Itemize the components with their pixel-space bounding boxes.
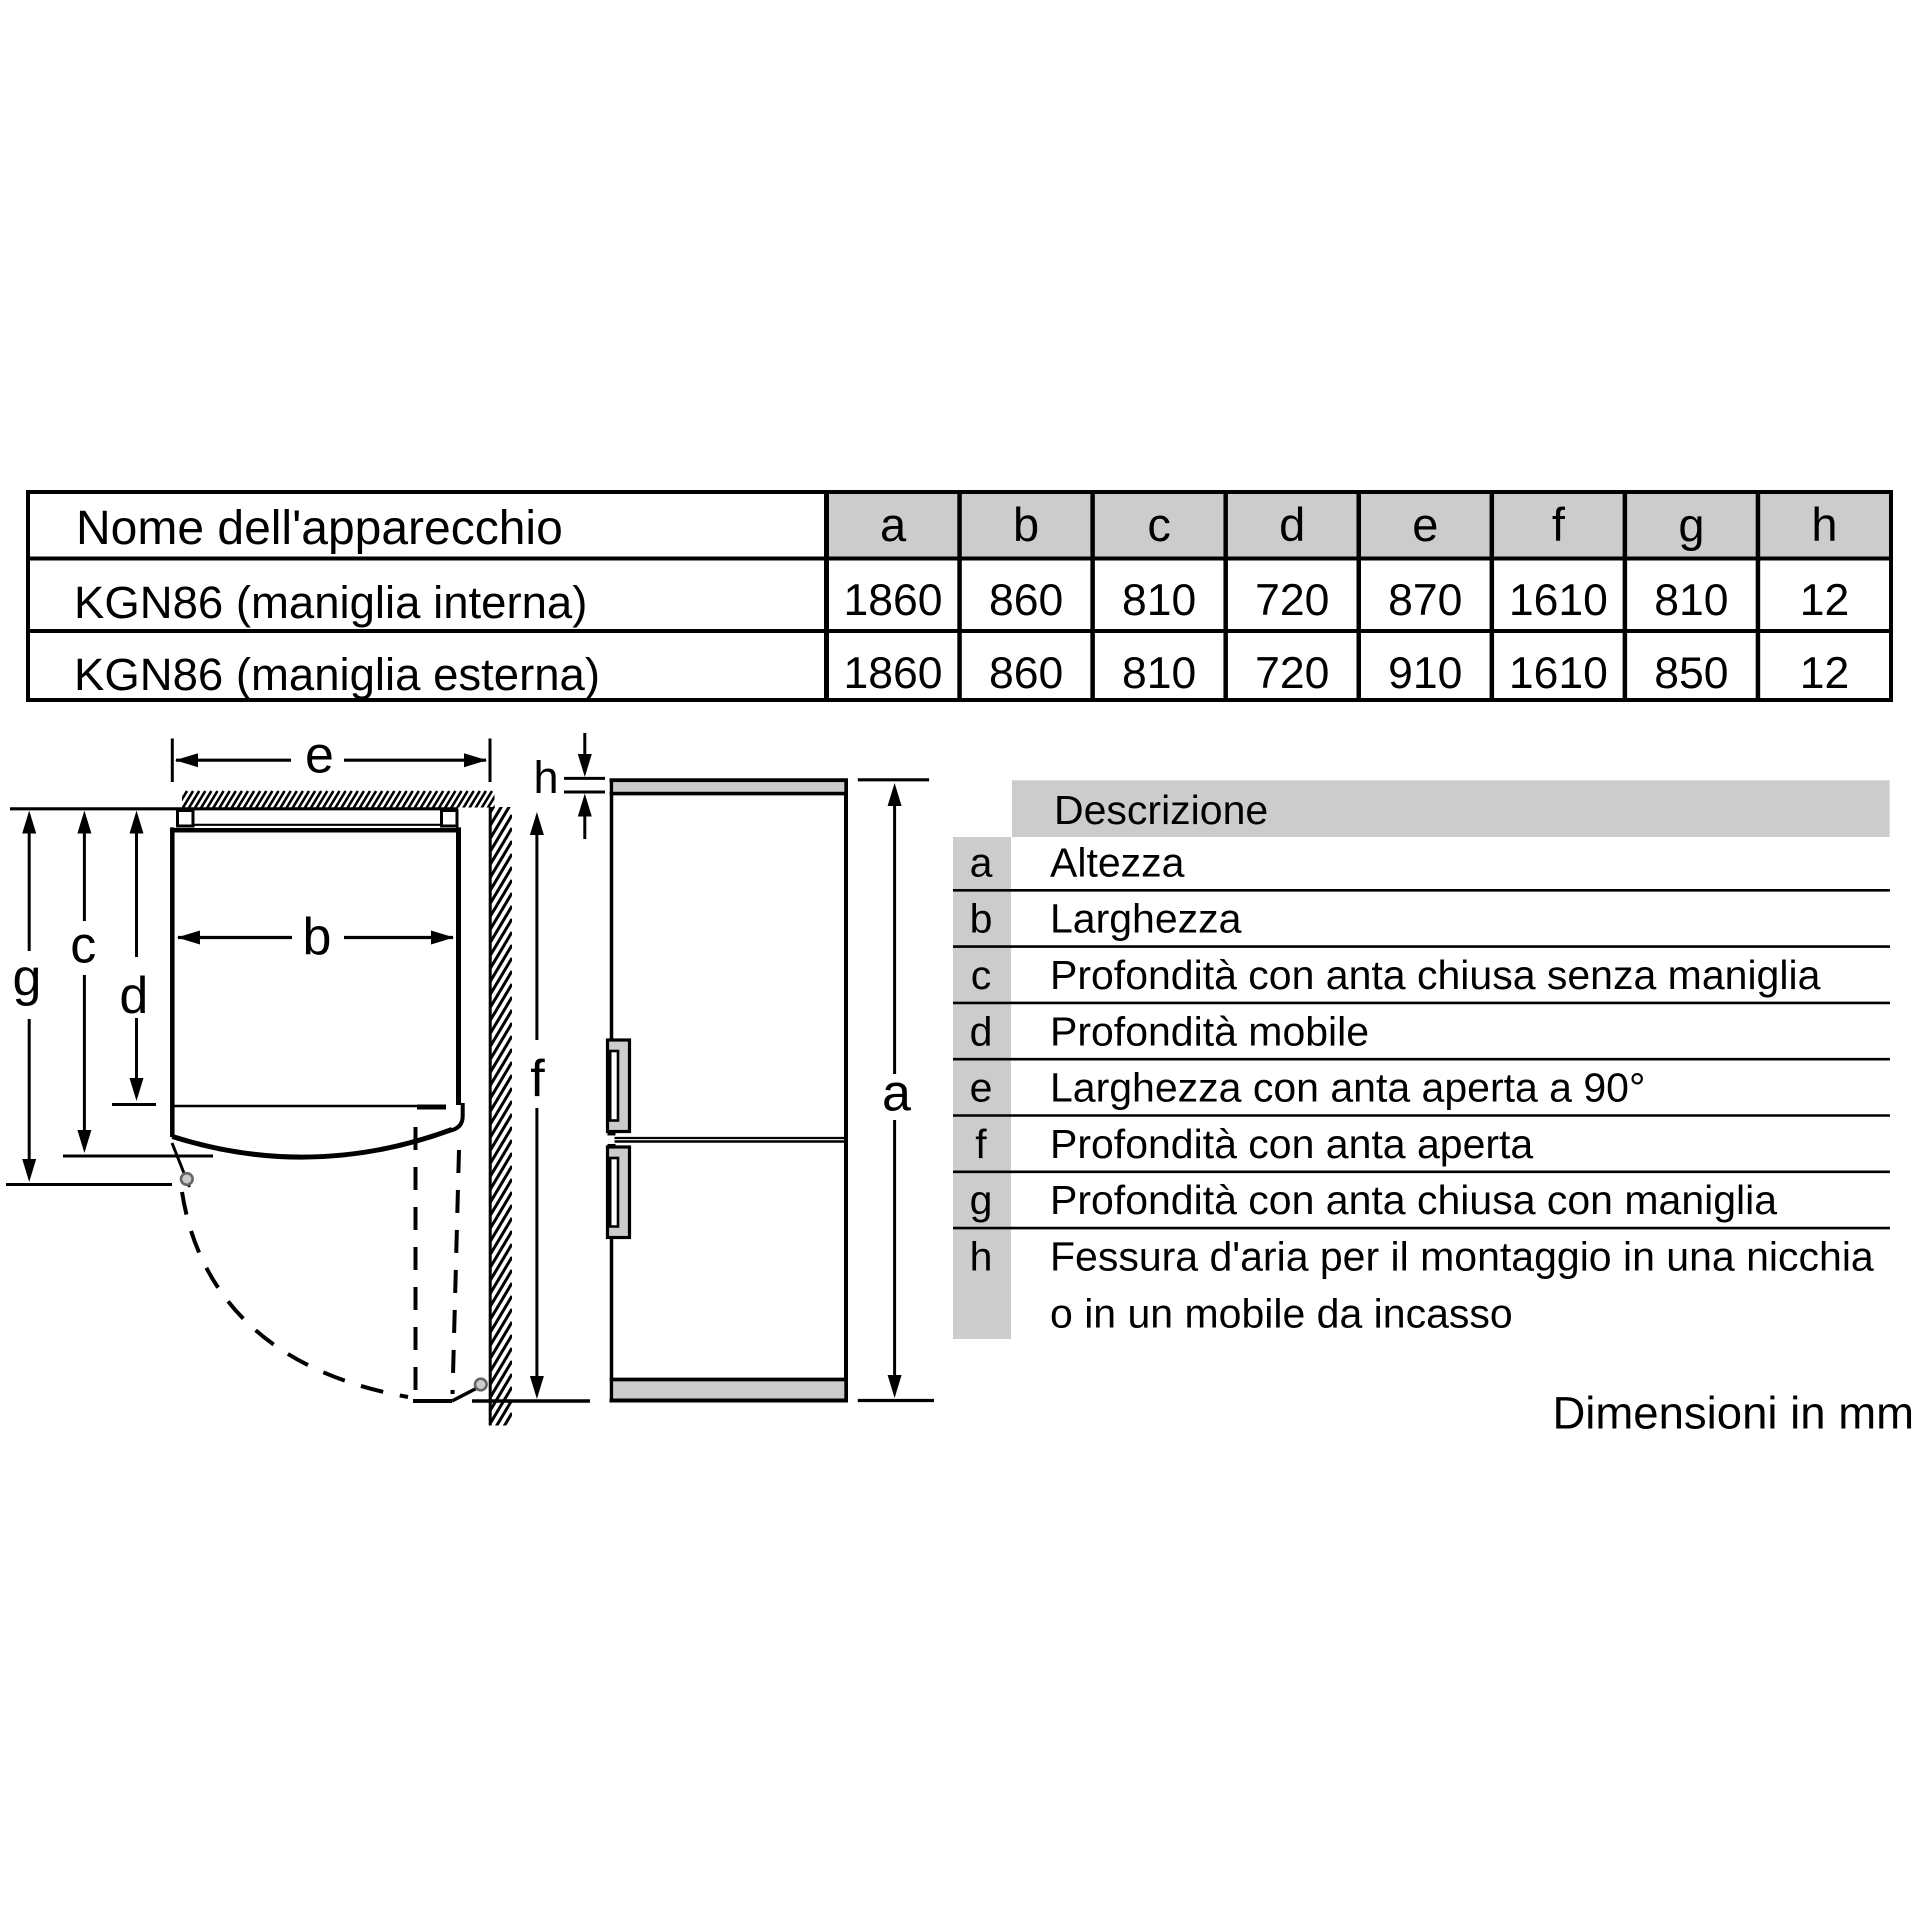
- svg-text:d: d: [1279, 498, 1305, 551]
- svg-text:860: 860: [989, 576, 1063, 625]
- svg-text:h: h: [1811, 498, 1837, 551]
- svg-text:810: 810: [1654, 576, 1728, 625]
- svg-text:f: f: [1552, 498, 1566, 551]
- svg-text:1610: 1610: [1509, 649, 1608, 698]
- svg-text:e: e: [305, 727, 334, 785]
- svg-text:910: 910: [1388, 649, 1462, 698]
- svg-text:c: c: [70, 917, 96, 975]
- svg-text:Nome dell'apparecchio: Nome dell'apparecchio: [76, 502, 563, 555]
- svg-text:720: 720: [1255, 649, 1329, 698]
- svg-text:720: 720: [1255, 576, 1329, 625]
- svg-text:e: e: [970, 1065, 993, 1111]
- svg-text:12: 12: [1800, 576, 1850, 625]
- svg-text:f: f: [975, 1121, 987, 1167]
- svg-text:12: 12: [1800, 649, 1850, 698]
- svg-text:o in un mobile da incasso: o in un mobile da incasso: [1050, 1291, 1513, 1337]
- svg-text:Profondità con anta aperta: Profondità con anta aperta: [1050, 1121, 1533, 1167]
- svg-text:h: h: [970, 1234, 993, 1280]
- svg-text:Altezza: Altezza: [1050, 839, 1185, 885]
- svg-text:KGN86 (maniglia interna): KGN86 (maniglia interna): [74, 577, 587, 628]
- svg-text:g: g: [970, 1177, 993, 1223]
- svg-text:850: 850: [1654, 649, 1728, 698]
- svg-text:f: f: [530, 1050, 545, 1108]
- svg-text:870: 870: [1388, 576, 1462, 625]
- svg-text:b: b: [303, 908, 332, 966]
- svg-text:a: a: [880, 498, 907, 551]
- svg-text:Dimensioni in mm: Dimensioni in mm: [1552, 1388, 1914, 1439]
- svg-text:Larghezza con anta aperta a 90: Larghezza con anta aperta a 90°: [1050, 1065, 1645, 1111]
- svg-text:e: e: [1412, 498, 1438, 551]
- svg-text:Fessura d'aria per il montaggi: Fessura d'aria per il montaggio in una n…: [1050, 1234, 1874, 1280]
- svg-text:Profondità mobile: Profondità mobile: [1050, 1008, 1369, 1054]
- svg-text:c: c: [971, 952, 992, 998]
- svg-text:c: c: [1147, 498, 1171, 551]
- svg-text:b: b: [970, 896, 993, 942]
- svg-text:g: g: [1678, 498, 1704, 551]
- svg-text:810: 810: [1122, 576, 1196, 625]
- svg-text:1860: 1860: [844, 576, 943, 625]
- svg-text:Profondità con anta chiusa con: Profondità con anta chiusa con maniglia: [1050, 1177, 1777, 1223]
- svg-text:1610: 1610: [1509, 576, 1608, 625]
- svg-text:Profondità con anta chiusa sen: Profondità con anta chiusa senza manigli…: [1050, 952, 1821, 998]
- svg-text:Descrizione: Descrizione: [1054, 787, 1268, 833]
- svg-text:a: a: [882, 1065, 911, 1123]
- svg-text:KGN86 (maniglia esterna): KGN86 (maniglia esterna): [74, 649, 600, 700]
- svg-text:b: b: [1013, 498, 1039, 551]
- svg-text:Larghezza: Larghezza: [1050, 896, 1242, 942]
- svg-text:a: a: [970, 839, 993, 885]
- svg-text:h: h: [533, 752, 558, 803]
- svg-text:g: g: [13, 949, 42, 1007]
- svg-text:d: d: [970, 1008, 993, 1054]
- svg-text:860: 860: [989, 649, 1063, 698]
- svg-text:810: 810: [1122, 649, 1196, 698]
- svg-text:1860: 1860: [844, 649, 943, 698]
- svg-text:d: d: [119, 967, 148, 1025]
